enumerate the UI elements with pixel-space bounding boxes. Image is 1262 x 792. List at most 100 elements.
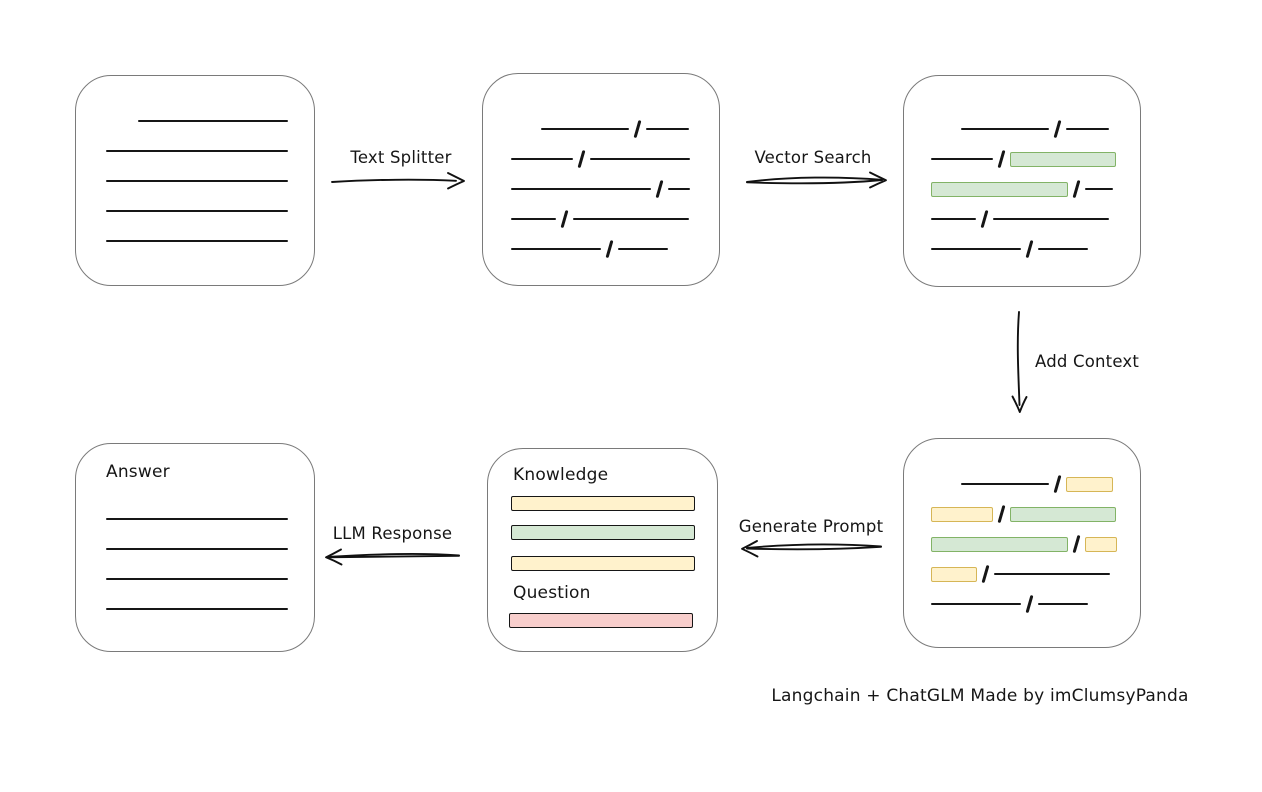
- chunk-row: [931, 144, 1140, 174]
- vector-search-label: Vector Search: [754, 148, 872, 167]
- chunk-row: [106, 564, 314, 594]
- yellow-bar: [511, 496, 695, 511]
- chunk-row: [931, 234, 1140, 264]
- generate-prompt-arrowhead: [741, 540, 759, 558]
- chunk-yellow: [931, 506, 993, 522]
- retrieved-chunks-box: [903, 75, 1141, 287]
- text-line: [1065, 128, 1109, 130]
- text-splitter-label: Text Splitter: [350, 148, 452, 167]
- add-context-arrow-line: [1016, 311, 1021, 406]
- vector-search-arrow-line2: [746, 179, 883, 185]
- text-line: [541, 128, 629, 130]
- answer-box: Answer: [75, 443, 315, 652]
- attribution-text: Langchain + ChatGLM Made by imClumsyPand…: [771, 686, 1189, 706]
- chunk-row: [931, 114, 1140, 144]
- chunk-yellow: [931, 566, 977, 582]
- chunk-row: [106, 226, 314, 256]
- slash-separator: [1053, 474, 1062, 494]
- chunk-yellow: [1065, 476, 1113, 492]
- indent-space: [931, 129, 961, 130]
- text-line: [106, 240, 288, 242]
- vector-search-arrow-line: [746, 176, 883, 183]
- yellow-bar: [511, 556, 695, 571]
- text-line: [138, 120, 288, 122]
- text-line: [645, 128, 689, 130]
- question-label: Question: [513, 583, 591, 603]
- text-line: [1084, 188, 1113, 190]
- chunk-row: [106, 504, 314, 534]
- llm-response-arrow-line: [326, 553, 460, 558]
- context-text-lines: [904, 439, 1140, 619]
- document-text-lines: [76, 76, 314, 256]
- chunk-green: [1009, 151, 1116, 167]
- text-line: [511, 188, 651, 190]
- text-line: [617, 248, 668, 250]
- prompt-box: Knowledge Question: [487, 448, 718, 652]
- chunk-row: [511, 174, 719, 204]
- chunk-row: [931, 174, 1140, 204]
- slash-separator: [655, 179, 664, 199]
- add-context-arrow: [1011, 311, 1028, 413]
- chunk-row: [106, 534, 314, 564]
- chunk-row: [106, 166, 314, 196]
- text-splitter-arrowhead: [447, 172, 465, 190]
- chunk-row: [931, 589, 1140, 619]
- split-text-lines: [483, 74, 719, 264]
- generate-prompt-label: Generate Prompt: [738, 517, 884, 536]
- source-document-box: [75, 75, 315, 286]
- chunk-row: [106, 106, 314, 136]
- chunk-row: [106, 136, 314, 166]
- slash-separator: [560, 209, 569, 229]
- llm-response-arrow-line2: [326, 554, 460, 559]
- text-line: [106, 180, 288, 182]
- text-line: [106, 210, 288, 212]
- text-line: [106, 518, 288, 520]
- text-line: [1037, 603, 1088, 605]
- chunk-row: [931, 469, 1140, 499]
- text-splitter-arrow: [331, 172, 465, 190]
- chunk-row: [931, 499, 1140, 529]
- text-line: [931, 158, 993, 160]
- text-line: [1037, 248, 1088, 250]
- chunk-row: [511, 144, 719, 174]
- slash-separator: [997, 149, 1006, 169]
- text-line: [931, 248, 1021, 250]
- slash-separator: [577, 149, 586, 169]
- green-bar: [511, 525, 695, 540]
- slash-separator: [1072, 534, 1081, 554]
- chunk-yellow: [1084, 536, 1117, 552]
- chunk-green: [931, 536, 1068, 552]
- chunk-row: [511, 234, 719, 264]
- text-line: [511, 248, 601, 250]
- chunk-row: [511, 204, 719, 234]
- slash-separator: [605, 239, 614, 259]
- slash-separator: [997, 504, 1006, 524]
- text-line: [572, 218, 689, 220]
- answer-text-lines: [106, 504, 314, 624]
- slash-separator: [1053, 119, 1062, 139]
- retrieved-text-lines: [904, 76, 1140, 264]
- chunk-green: [1009, 506, 1116, 522]
- text-line: [511, 158, 573, 160]
- text-line: [106, 548, 288, 550]
- chunk-row: [931, 559, 1140, 589]
- text-line: [931, 218, 976, 220]
- text-line: [667, 188, 690, 190]
- llm-response-arrowhead: [325, 548, 343, 566]
- split-chunks-box: [482, 73, 720, 286]
- knowledge-label: Knowledge: [513, 465, 609, 485]
- slash-separator: [1025, 594, 1034, 614]
- slash-separator: [981, 564, 990, 584]
- text-line: [961, 128, 1049, 130]
- context-chunks-box: [903, 438, 1141, 648]
- chunk-row: [511, 114, 719, 144]
- red-bar: [509, 613, 693, 628]
- llm-response-label: LLM Response: [332, 524, 453, 543]
- chunk-row: [106, 196, 314, 226]
- slash-separator: [633, 119, 642, 139]
- llm-response-arrow: [325, 548, 460, 566]
- text-splitter-arrow-line: [331, 178, 457, 183]
- add-context-arrowhead: [1011, 395, 1028, 413]
- text-line: [511, 218, 556, 220]
